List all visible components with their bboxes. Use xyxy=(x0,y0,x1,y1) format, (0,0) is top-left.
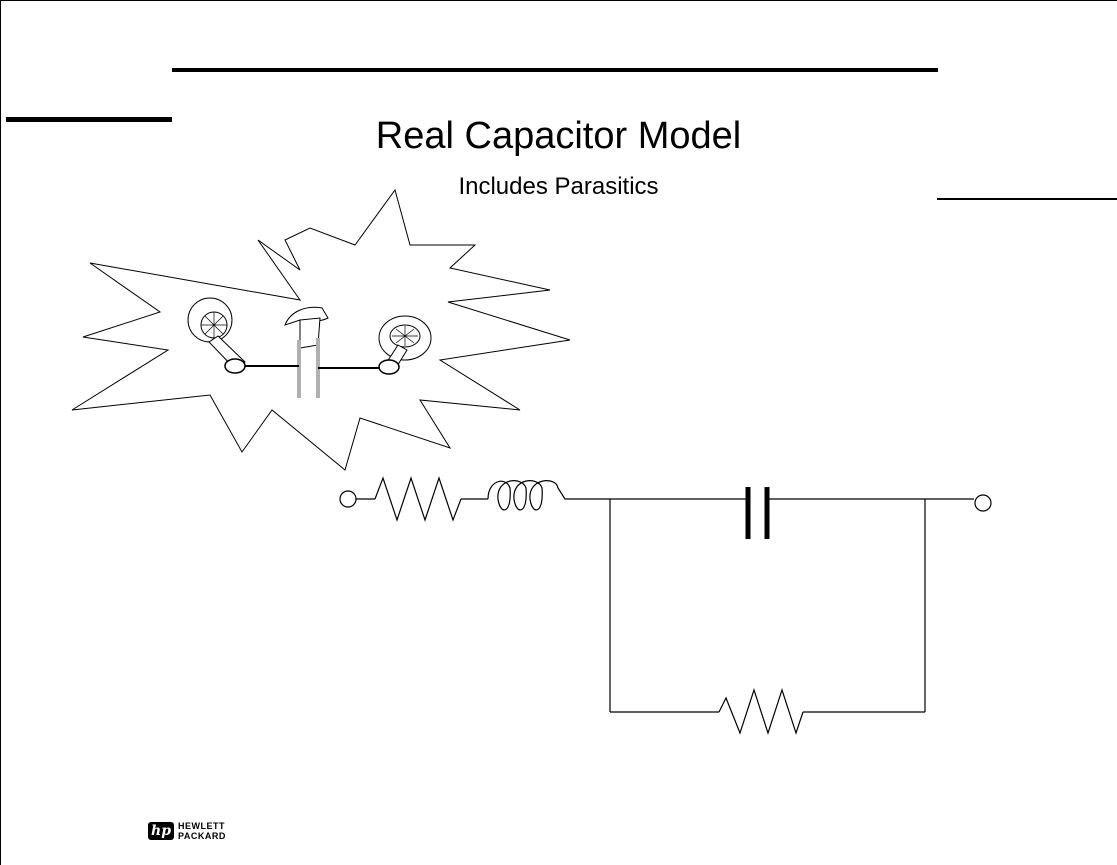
starburst-illustration xyxy=(71,188,571,471)
series-inductor xyxy=(487,480,570,511)
terminal-left xyxy=(339,490,357,508)
parallel-resistor xyxy=(718,688,804,735)
header-rule-top xyxy=(172,68,938,72)
left-terminal-illustration xyxy=(187,297,246,374)
capacitor-sketch xyxy=(245,306,380,398)
series-resistor xyxy=(374,476,462,522)
hp-logo-line1: HEWLETT xyxy=(178,821,225,831)
slide-title: Real Capacitor Model xyxy=(375,115,742,157)
right-terminal-illustration xyxy=(378,315,432,375)
header-rule-left xyxy=(6,117,172,122)
slide-subtitle: Includes Parasitics xyxy=(458,173,659,200)
hp-logo-line2: PACKARD xyxy=(178,831,226,841)
terminal-right xyxy=(974,494,992,512)
left-border xyxy=(0,0,1,865)
hp-logo-mark-text: hp xyxy=(151,823,171,839)
hp-logo-mark: hp xyxy=(148,822,174,840)
header-rule-right xyxy=(937,198,1117,200)
circuit-schematic xyxy=(339,476,992,735)
hp-logo: hp HEWLETT PACKARD xyxy=(148,820,226,842)
hp-logo-wordmark: HEWLETT PACKARD xyxy=(178,821,226,841)
top-border xyxy=(0,0,1117,1)
starburst-outline xyxy=(71,188,571,471)
